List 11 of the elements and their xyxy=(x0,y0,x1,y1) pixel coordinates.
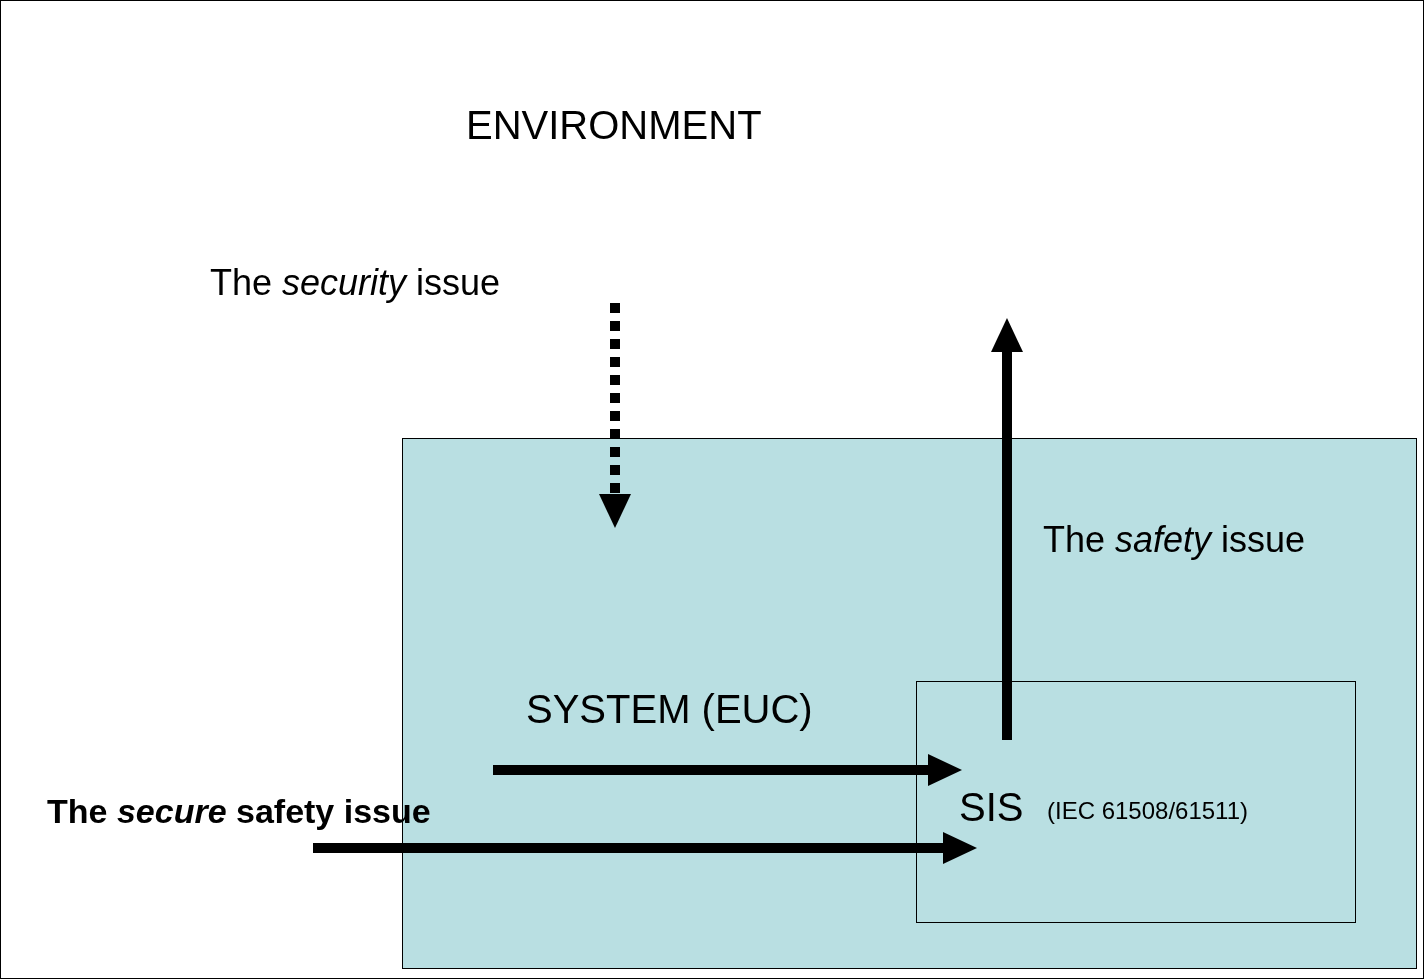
arrow xyxy=(313,832,977,864)
issue-label: The security issue xyxy=(210,265,501,301)
sis-box xyxy=(916,681,1356,923)
node-title: SYSTEM (EUC) xyxy=(526,689,813,729)
issue-label: The safety issue xyxy=(1043,522,1306,558)
node-title: SIS xyxy=(959,787,1024,827)
arrow xyxy=(991,318,1023,740)
standard-reference: (IEC 61508/61511) xyxy=(1047,799,1249,823)
arrow xyxy=(493,754,962,786)
dashed-arrow xyxy=(599,303,631,528)
node-title: ENVIRONMENT xyxy=(466,105,762,145)
